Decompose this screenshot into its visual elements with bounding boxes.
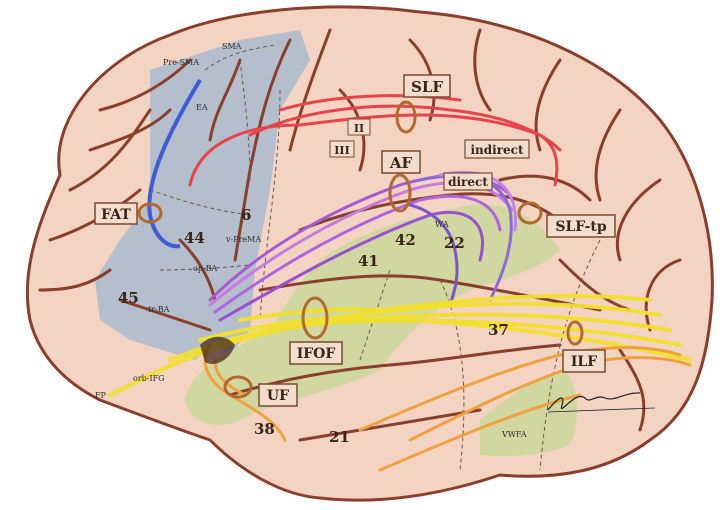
brodmann-37: 37 [488, 321, 509, 339]
label-fp: FP [95, 391, 107, 400]
svg-text:UF: UF [267, 388, 289, 404]
label-uf: UF [258, 383, 298, 407]
signature-underline [547, 407, 656, 413]
svg-text:II: II [354, 122, 364, 135]
svg-text:SLF-tp: SLF-tp [555, 219, 607, 235]
label-ea: EA [196, 103, 208, 112]
svg-text:indirect: indirect [470, 143, 523, 157]
brodmann-22: 22 [444, 234, 465, 252]
frontal-blue-region [95, 30, 310, 360]
dashed-borders [149, 44, 601, 471]
label-vwfa: VWFA [501, 430, 527, 439]
label-pre-sma: Pre-SMA [163, 58, 199, 67]
svg-text:FAT: FAT [101, 207, 131, 223]
brodmann-6: 6 [241, 206, 251, 224]
brodmann-38: 38 [254, 420, 275, 438]
label-slf: SLF [403, 74, 451, 98]
label-orb-ifg: orb-IFG [133, 374, 165, 383]
label-direct: direct [443, 172, 493, 191]
svg-text:SLF: SLF [411, 78, 443, 96]
label-fat: FAT [94, 202, 138, 225]
label-op-ba: op-BA [193, 264, 218, 273]
fat-tract [147, 78, 202, 249]
brodmann-45: 45 [118, 289, 139, 307]
brodmann-21: 21 [329, 428, 350, 446]
label-indirect: indirect [464, 139, 530, 159]
label-sma: SMA [222, 42, 242, 51]
label-slf-tp: SLF-tp [546, 214, 616, 238]
label-wa: WA [435, 220, 449, 229]
brodmann-41: 41 [358, 252, 379, 270]
label-af: AF [381, 150, 421, 174]
svg-text:direct: direct [448, 175, 488, 189]
label-ilf: ILF [562, 349, 606, 373]
label-tr-ba: tr-BA [148, 305, 170, 314]
brodmann-42: 42 [395, 231, 416, 249]
svg-text:AF: AF [389, 154, 413, 172]
label-v-prema: v-PreMA [225, 235, 261, 244]
signature-mark [547, 392, 641, 411]
tract-rings [137, 100, 584, 399]
brodmann-44: 44 [184, 229, 205, 247]
label-ii: II [347, 118, 371, 136]
label-ifof: IFOF [289, 341, 343, 365]
svg-text:ILF: ILF [571, 354, 597, 370]
vwfa-green-region [480, 370, 577, 457]
svg-text:III: III [334, 144, 349, 157]
insula-dark [200, 336, 235, 365]
label-iii: III [329, 140, 355, 158]
svg-text:IFOF: IFOF [297, 346, 336, 362]
